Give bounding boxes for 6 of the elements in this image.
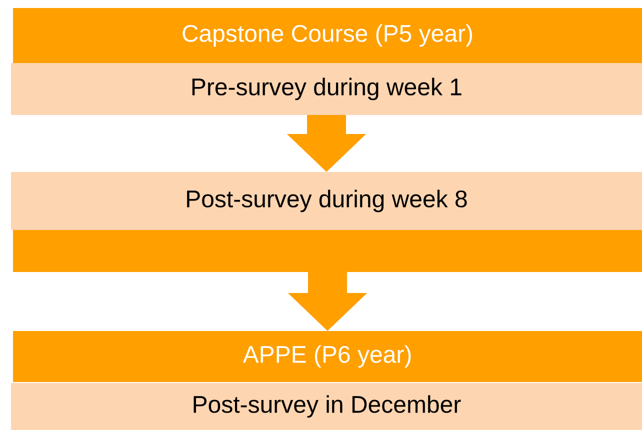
step-box: Post-survey in December	[11, 383, 642, 430]
heading-band: APPE (P6 year)	[13, 331, 642, 382]
heading-band: Capstone Course (P5 year)	[13, 8, 642, 63]
band	[13, 230, 642, 272]
step-box: Pre-survey during week 1	[11, 63, 642, 115]
step-box: Post-survey during week 8	[11, 172, 642, 230]
